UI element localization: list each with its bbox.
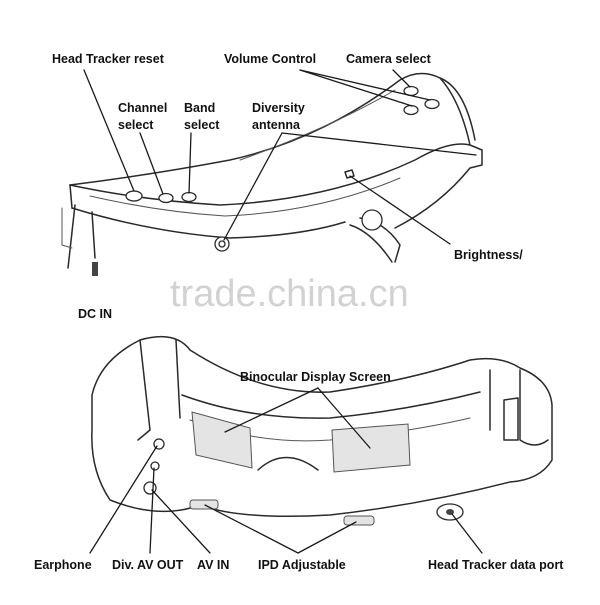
- band-select-button[interactable]: [181, 191, 197, 203]
- top-labels: Head Tracker reset Volume Control Camera…: [52, 52, 523, 321]
- label-diversity-antenna-line2: antenna: [252, 118, 301, 132]
- right-display-screen: [331, 423, 411, 473]
- label-diversity-antenna-line1: Diversity: [252, 101, 305, 115]
- label-band-select-line1: Band: [184, 101, 215, 115]
- left-display-screen: [191, 411, 253, 469]
- label-dc-in: DC IN: [78, 307, 112, 321]
- label-brightness: Brightness/: [454, 248, 523, 262]
- volume-up-button[interactable]: [424, 98, 440, 110]
- label-head-tracker-reset: Head Tracker reset: [52, 52, 165, 66]
- ipd-slider-left[interactable]: [189, 499, 219, 510]
- bottom-leader-lines: [89, 387, 483, 554]
- label-div-av-out: Div. AV OUT: [112, 558, 184, 572]
- dc-in-jack: [92, 262, 98, 276]
- brightness-knob[interactable]: [361, 209, 383, 231]
- diversity-antenna-connector-core: [218, 240, 226, 248]
- ipd-slider-right[interactable]: [343, 515, 375, 526]
- label-ipd-adjustable: IPD Adjustable: [258, 558, 346, 572]
- label-earphone: Earphone: [34, 558, 92, 572]
- label-channel-select-line1: Channel: [118, 101, 167, 115]
- channel-select-button[interactable]: [158, 192, 174, 204]
- label-av-in: AV IN: [197, 558, 229, 572]
- label-camera-select: Camera select: [346, 52, 432, 66]
- bottom-labels: Binocular Display Screen Earphone Div. A…: [34, 370, 564, 572]
- bottom-goggles-illustration: [91, 335, 553, 526]
- top-leader-lines: [83, 69, 477, 245]
- label-volume-control: Volume Control: [224, 52, 316, 66]
- head-tracker-reset-button[interactable]: [125, 190, 143, 202]
- div-av-out-jack: [150, 461, 160, 471]
- label-channel-select-line2: select: [118, 118, 154, 132]
- volume-down-button[interactable]: [403, 104, 419, 116]
- label-band-select-line2: select: [184, 118, 220, 132]
- top-goggles-illustration: [61, 72, 483, 276]
- watermark: trade.china.cn: [170, 273, 409, 315]
- label-binocular-display-screen: Binocular Display Screen: [240, 370, 391, 384]
- label-head-tracker-data-port: Head Tracker data port: [428, 558, 564, 572]
